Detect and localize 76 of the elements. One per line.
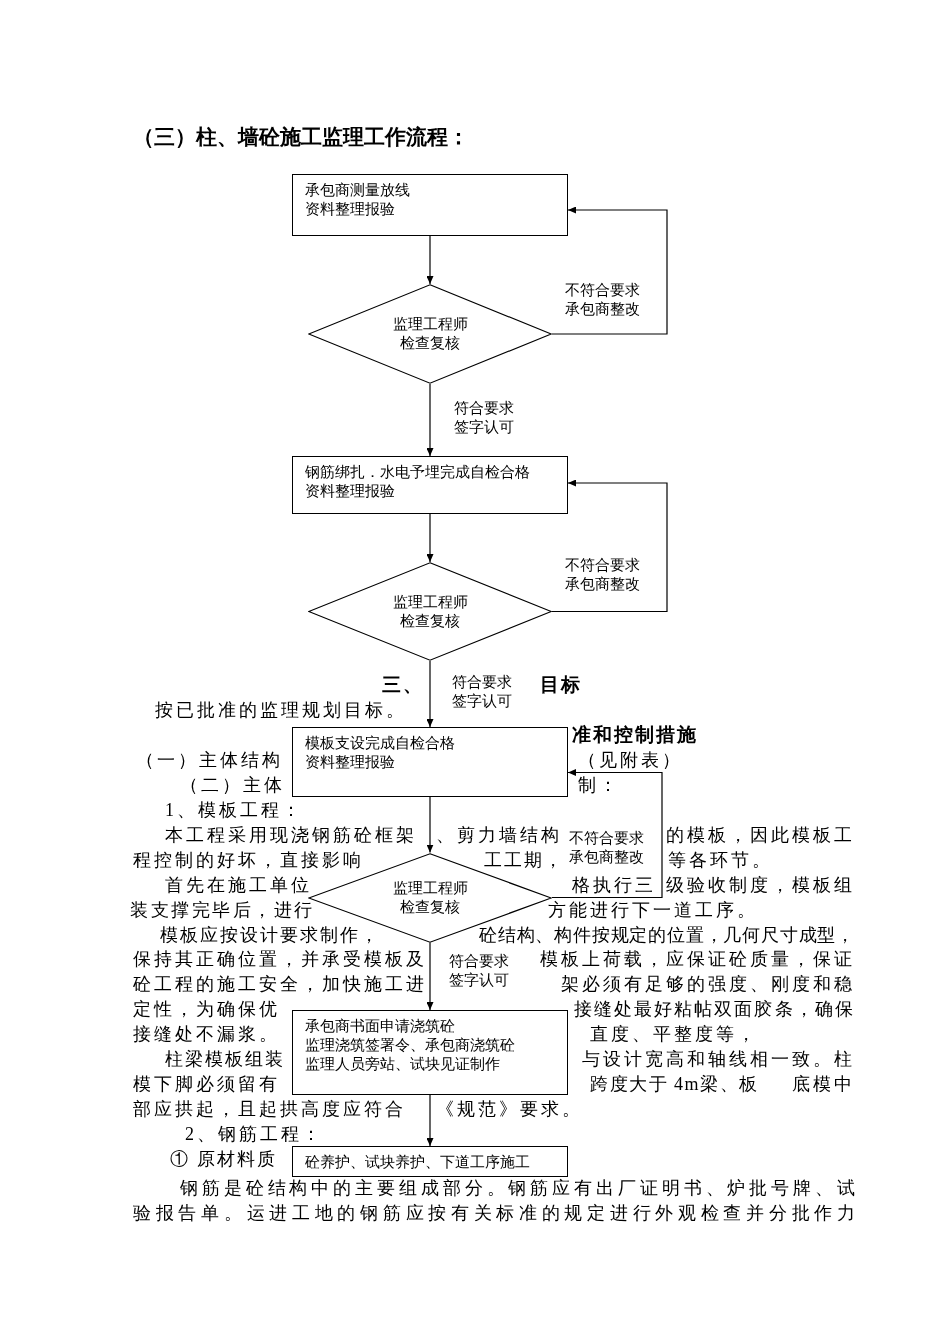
body-text: 架必须有足够的强度、刚度和稳 <box>561 975 855 993</box>
decision-diamond <box>308 562 552 661</box>
body-text: 《规范》要求。 <box>436 1100 583 1118</box>
body-text: 、剪力墙结构 <box>436 826 562 844</box>
process-box <box>292 456 568 514</box>
body-text: 工工期， <box>484 851 564 869</box>
body-text: 模下脚必须留有 <box>133 1075 280 1093</box>
decision-text: 监理工程师检查复核 <box>392 878 468 917</box>
body-text: ① 原材料质 <box>170 1150 277 1168</box>
body-text: 首先在施工单位 <box>165 876 312 894</box>
process-box <box>292 1146 568 1177</box>
body-text: 的模板，因此模板工 <box>666 826 855 844</box>
decision-text: 监理工程师检查复核 <box>392 315 468 353</box>
heading-text: 三、 <box>382 676 424 694</box>
body-text: 柱梁模板组装 <box>165 1050 285 1068</box>
body-text: 方能进行下一道工序。 <box>548 901 758 919</box>
body-text: 格执行三 <box>572 876 656 894</box>
body-text: 底模中 <box>792 1075 855 1093</box>
arrow <box>426 513 434 563</box>
body-text: 制： <box>578 776 620 794</box>
decision-text: 监理工程师检查复核 <box>392 592 468 631</box>
body-text: 装支撑完毕后，进行 <box>130 901 315 919</box>
body-text: 砼工程的施工安全，加快施工进 <box>133 975 427 993</box>
arrow <box>426 235 434 285</box>
body-text: 接缝处不漏浆。 <box>133 1025 280 1043</box>
edge-label: 符合要求签字认可 <box>450 672 514 712</box>
step-text: 资料整理报验 <box>305 200 396 219</box>
step-text: 监理浇筑签署令、承包商浇筑砼 <box>305 1036 516 1055</box>
step-text: 钢筋绑扎．水电予埋完成自检合格 <box>305 463 531 482</box>
step-text: 承包商书面申请浇筑砼 <box>305 1017 456 1036</box>
step-text: 资料整理报验 <box>305 482 396 501</box>
edge-label: 不符合要求承包商整改 <box>567 828 646 868</box>
heading-text: 目标 <box>540 676 582 694</box>
edge-label: 不符合要求承包商整改 <box>563 555 642 595</box>
edge-label: 符合要求签字认可 <box>447 951 511 991</box>
step-text: 资料整理报验 <box>305 753 396 772</box>
body-text: 本工程采用现浇钢筋砼框架 <box>165 826 417 844</box>
process-box <box>292 1010 568 1095</box>
arrow <box>426 796 434 854</box>
body-text: 保持其正确位置，并承受模板及 <box>133 950 427 968</box>
body-text: 砼结构、构件按规定的位置，几何尺寸成型， <box>479 926 855 944</box>
process-box <box>292 174 568 236</box>
body-text: 跨度大于 4m梁、板 <box>590 1075 759 1093</box>
body-text: 等各环节。 <box>668 851 773 869</box>
body-text: 部应拱起，且起拱高度应符合 <box>133 1100 406 1118</box>
arrow <box>551 206 668 335</box>
body-text: 定性，为确保优 <box>133 1000 280 1018</box>
step-text: 监理人员旁站、试块见证制作 <box>305 1055 501 1074</box>
body-text: 程控制的好坏，直接影响 <box>133 851 364 869</box>
body-text: 1、模板工程： <box>165 801 303 819</box>
body-text: （二）主体 <box>180 776 285 794</box>
body-text: 接缝处最好粘帖双面胶条，确保 <box>573 1000 855 1018</box>
arrow <box>426 660 434 728</box>
body-text: （见附表） <box>578 751 683 769</box>
arrow <box>551 479 668 613</box>
edge-label: 不符合要求承包商整改 <box>563 280 642 320</box>
arrow <box>426 1094 434 1147</box>
body-text: 模板应按设计要求制作， <box>160 926 380 944</box>
body-text: 级验收制度，模板组 <box>666 876 855 894</box>
section-title: （三）柱、墙砼施工监理工作流程： <box>133 126 469 148</box>
body-text: （一）主体结构 <box>136 751 283 769</box>
body-text: 2、钢筋工程： <box>185 1125 323 1143</box>
body-text: 按已批准的监理规划目标。 <box>155 701 407 719</box>
arrow <box>426 941 434 1011</box>
arrow <box>551 769 663 899</box>
body-text: 验报告单。运进工地的钢筋应按有关标准的规定进行外观检查并分批作力 <box>133 1204 855 1222</box>
edge-label: 符合要求签字认可 <box>452 398 516 438</box>
arrow <box>426 383 434 457</box>
process-box <box>292 727 568 797</box>
body-text: 模板上荷载，应保证砼质量，保证 <box>540 950 855 968</box>
step-text: 砼养护、试块养护、下道工序施工 <box>305 1153 531 1172</box>
step-text: 承包商测量放线 <box>305 181 411 200</box>
step-text: 模板支设完成自检合格 <box>305 734 456 753</box>
body-text: 与设计宽高和轴线相一致。柱 <box>582 1050 855 1068</box>
decision-diamond <box>308 284 552 384</box>
body-text: 直度、平整度等， <box>590 1025 758 1043</box>
